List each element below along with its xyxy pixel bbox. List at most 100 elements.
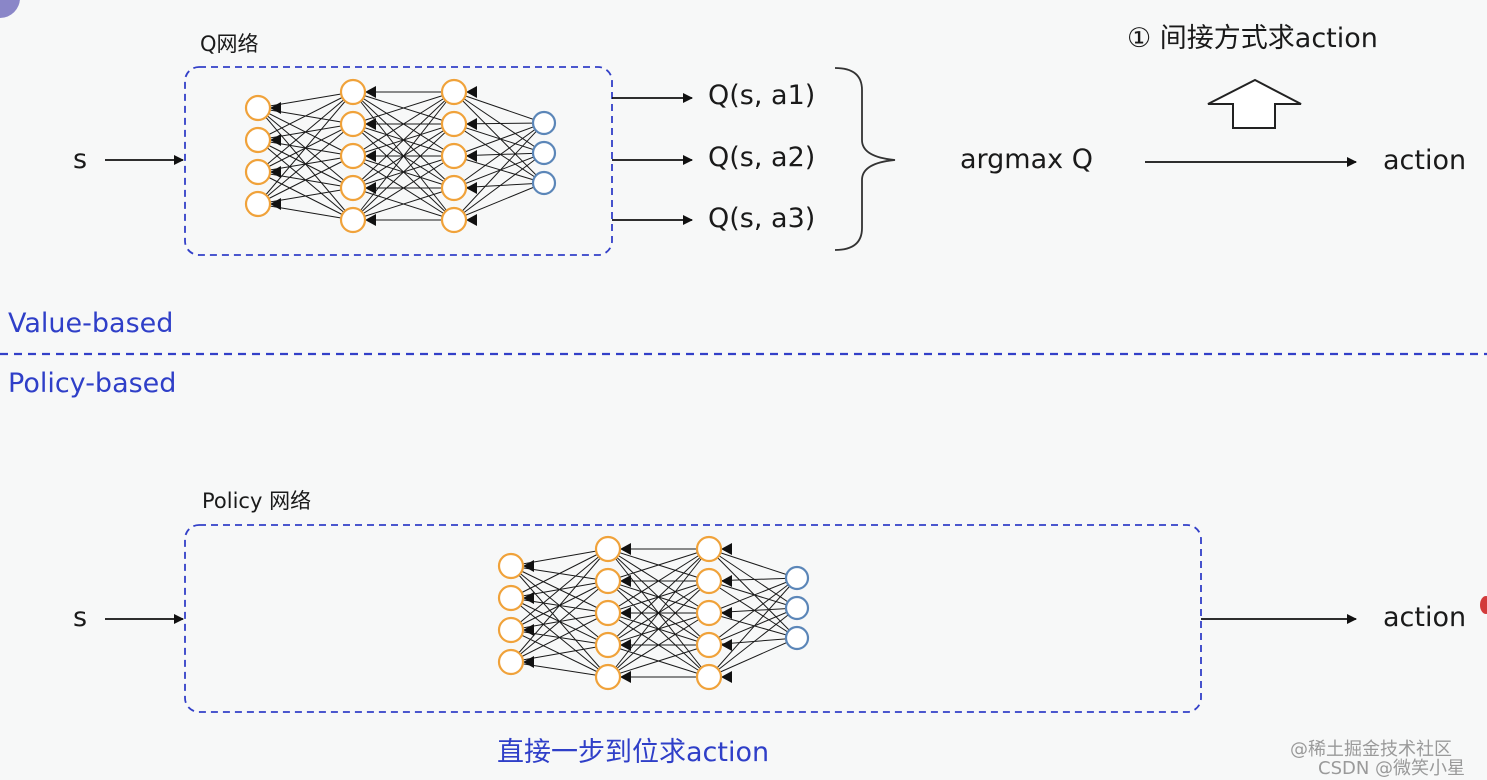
indirect-note: ① 间接方式求action [1127,23,1378,54]
policy-net-node [594,631,622,659]
policy-net-arrowhead [620,607,631,619]
policy-net-arrowhead [721,671,732,683]
policy-net-edge [510,661,609,678]
policy-net-edge [607,548,710,646]
policy-net-edge [607,548,710,678]
q-net-node [440,110,468,138]
q-net-edge [257,91,354,141]
q-net-arrowhead [466,118,477,130]
q-net-arrowhead [466,150,477,162]
policy-net-arrowhead [523,560,534,572]
q-net-arrowhead [365,150,376,162]
direct-note: 直接一步到位求action [497,737,770,768]
policy-net-edge [708,607,798,614]
policy-net-arrowhead [620,639,631,651]
policy-net-edge [510,644,609,663]
q-net-node [244,190,272,218]
q-net-edge [352,91,455,189]
policy-net-node [695,567,723,595]
policy-net-edge [708,580,798,639]
q-net-edge [257,91,354,205]
policy-net-edge [607,580,710,678]
policy-net-output-node [784,595,810,621]
policy-net-node [497,584,525,612]
policy-net-edge [708,607,798,678]
watermark-csdn: CSDN @微笑小星 [1318,758,1466,779]
policy-net-edge [708,637,798,678]
q-net-arrowhead [270,198,281,210]
policy-net-node [594,535,622,563]
q-net-edge [352,91,455,157]
policy-net-edge [708,612,798,639]
action-bottom: action [1383,602,1467,633]
q-net-edge [453,152,545,189]
q-net-edge [453,123,545,184]
watermark-juejin: @稀土掘金技术社区 [1290,739,1452,760]
q-net-edge [453,91,545,154]
q-net-edge [352,91,455,125]
q-net-arrowhead [270,166,281,178]
q-net-node [339,206,367,234]
q-net-node [339,110,367,138]
policy-net-arrowhead [721,639,732,651]
argmax-label: argmax Q [960,144,1093,175]
curly-brace [834,67,896,251]
q-net-arrowhead [365,214,376,226]
q-net-edge [453,152,545,221]
q-net-edge [453,91,545,184]
q-output-2: Q(s, a2) [708,142,816,173]
q-net-edge [453,122,545,221]
policy-net-edge [510,612,609,663]
q-net-arrowhead [466,182,477,194]
policy-net-node [695,663,723,691]
policy-net-edge [708,548,798,579]
value-based-label: Value-based [8,308,174,339]
q-net-output-node [531,170,557,196]
q-net-edge [453,123,545,154]
policy-net-edge [708,607,798,646]
q-net-edge [453,122,545,189]
policy-net-arrowhead [620,543,631,555]
q-net-node [244,94,272,122]
policy-net-arrowhead [620,575,631,587]
action-top: action [1383,145,1467,176]
policy-net-edge [708,577,798,646]
q-net-node [244,158,272,186]
q-net-output-node [531,110,557,136]
policy-net-node [497,552,525,580]
policy-net-edge [708,577,798,678]
q-net-edge [453,122,545,157]
policy-net-edge [607,548,710,582]
q-net-edge [453,91,545,124]
q-net-node [440,174,468,202]
policy-net-edge [510,548,609,631]
policy-net-node [497,648,525,676]
policy-net-arrowhead [721,575,732,587]
q-network-graph [244,78,557,234]
q-net-node [339,142,367,170]
policy-net-arrowhead [620,671,631,683]
policy-net-arrowhead [523,592,534,604]
policy-net-output-node [784,565,810,591]
q-net-arrowhead [365,86,376,98]
q-net-edge [257,91,354,109]
q-net-arrowhead [466,86,477,98]
policy-net-arrowhead [721,543,732,555]
policy-net-edge [607,548,710,614]
policy-network-box [184,524,1202,713]
input-s-top: s [73,144,88,175]
input-s-bottom: s [73,602,88,633]
q-net-arrowhead [466,214,477,226]
q-net-edge [352,91,455,221]
q-net-node [440,142,468,170]
q-net-arrowhead [270,102,281,114]
q-net-edge [453,182,545,221]
q-net-arrowhead [365,118,376,130]
q-net-node [339,174,367,202]
policy-net-edge [510,548,609,599]
q-net-edge [257,187,354,205]
policy-net-edge [708,580,798,609]
q-net-output-node [531,140,557,166]
q-output-3: Q(s, a3) [708,203,816,234]
